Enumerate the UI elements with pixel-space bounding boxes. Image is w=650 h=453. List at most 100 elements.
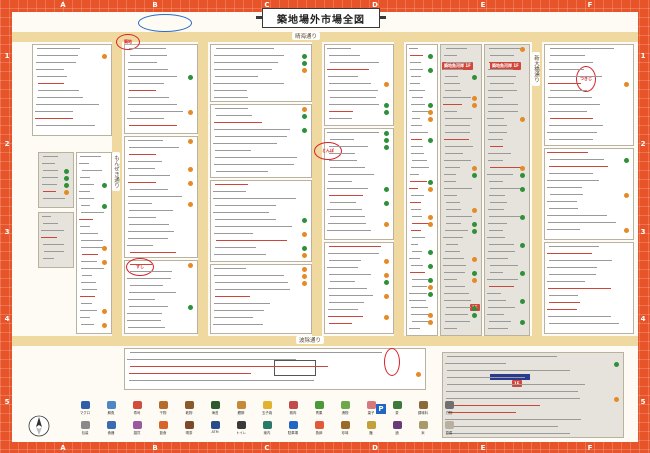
shop-listing-line (443, 69, 463, 71)
shop-listing-line (487, 314, 504, 316)
shop-listing-line (411, 251, 422, 253)
shop-listing-line (411, 118, 421, 120)
legend-swatch-icon (184, 401, 194, 409)
shop-listing-line (548, 97, 593, 99)
shop-category-marker (472, 75, 477, 80)
shop-listing-line (213, 268, 247, 270)
shop-listing-line (547, 253, 593, 255)
shop-listing-line (127, 320, 162, 322)
legend-swatch-icon (366, 421, 376, 429)
ring-left-mid[interactable]: すし (126, 258, 154, 276)
shop-listing-line (443, 174, 457, 176)
shop-listing-line (35, 62, 77, 64)
shop-listing-line (410, 167, 429, 169)
col-label-c-bottom: C (264, 444, 270, 452)
legend-item: ATM (202, 421, 228, 434)
block-f1[interactable] (544, 44, 634, 146)
shop-category-marker (472, 313, 477, 318)
shop-listing-line (328, 223, 367, 225)
shop-listing-line (443, 188, 473, 190)
shop-category-marker (384, 280, 389, 285)
shop-listing-line (129, 147, 180, 149)
shop-listing-line (547, 281, 586, 283)
ring-bottom[interactable] (384, 348, 400, 376)
legend-swatch-icon (314, 421, 324, 429)
ring-right[interactable]: つきじ (576, 66, 596, 92)
shop-listing-line (128, 231, 175, 233)
shop-listing-line (36, 76, 68, 78)
station-box[interactable] (274, 360, 316, 376)
shop-listing-line (329, 323, 352, 325)
road-label-harumi: 晴海通り (292, 32, 321, 40)
shop-listing-line (445, 146, 473, 148)
shop-listing-line (214, 303, 271, 305)
shop-listing-line (129, 189, 168, 191)
shop-listing-line (128, 196, 182, 198)
shop-listing-line (547, 229, 581, 231)
shop-listing-line (488, 209, 505, 211)
shop-category-marker (428, 320, 433, 325)
shop-listing-line (409, 174, 420, 176)
shop-listing-line (127, 278, 172, 280)
row-label-1-right: 1 (640, 52, 646, 60)
ring-blue-top[interactable] (138, 14, 192, 32)
legend-item: 茶 (384, 401, 410, 415)
block-c1[interactable] (210, 44, 312, 102)
shop-listing-line (327, 267, 359, 269)
shop-listing-line (79, 219, 94, 221)
shop-listing-line (410, 202, 421, 204)
shop-listing-line (445, 118, 472, 120)
shop-listing-line (489, 83, 515, 85)
block-bottom-right[interactable] (442, 352, 624, 438)
shop-listing-line (215, 247, 257, 249)
shop-category-marker (384, 131, 389, 136)
shop-listing-line (444, 55, 457, 57)
legend-swatch-icon (392, 401, 402, 409)
block-a3-grey[interactable] (38, 212, 74, 268)
legend-item: 飲食 (150, 421, 176, 435)
shop-category-marker (102, 54, 107, 59)
map-area[interactable]: 晴海通り 波除通り もんぜき通り 新大橋通り P 築地魚河岸 1F 築地魚河岸 … (12, 12, 638, 442)
shop-category-marker (102, 204, 107, 209)
shop-listing-line (549, 125, 604, 127)
shop-listing-line (128, 224, 170, 226)
legend-label: 酒 (395, 431, 399, 435)
tag-1f-d: 1F (512, 380, 522, 387)
ring-top-left[interactable]: 築地 (116, 34, 140, 50)
shop-listing-line (329, 97, 376, 99)
row-label-3: 3 (4, 228, 10, 236)
shop-listing-line (489, 265, 518, 267)
shop-listing-line (328, 309, 358, 311)
shop-listing-line (41, 237, 57, 239)
shop-listing-line (328, 83, 371, 85)
shop-listing-line (128, 175, 170, 177)
shop-listing-line (214, 97, 249, 99)
shop-listing-line (329, 202, 356, 204)
shop-listing-line (327, 230, 372, 232)
shop-listing-line (35, 118, 74, 120)
shop-listing-line (79, 156, 102, 158)
block-b1[interactable] (124, 44, 198, 134)
ring-center[interactable]: とんぼ (314, 142, 342, 160)
shop-listing-line (548, 208, 579, 210)
shop-category-marker (428, 215, 433, 220)
legend-label: 精肉 (289, 411, 297, 415)
shop-listing-line (409, 188, 418, 190)
shop-listing-line (443, 83, 460, 85)
block-d1[interactable] (324, 44, 394, 126)
shop-listing-line (444, 279, 458, 281)
shop-category-marker (302, 281, 307, 286)
shop-listing-line (215, 48, 274, 50)
shop-listing-line (410, 139, 423, 141)
shop-listing-line (128, 62, 157, 64)
shop-listing-line (549, 246, 599, 248)
shop-listing-line (327, 209, 363, 211)
shop-category-marker (428, 110, 433, 115)
shop-listing-line (79, 177, 90, 179)
block-a2-grey[interactable] (38, 152, 74, 208)
legend-item: トイレ (228, 421, 254, 435)
legend-item: 豆腐 (436, 421, 462, 435)
legend-label: 食器 (107, 431, 115, 435)
block-a-right[interactable] (76, 152, 112, 334)
shop-listing-line (81, 324, 94, 326)
